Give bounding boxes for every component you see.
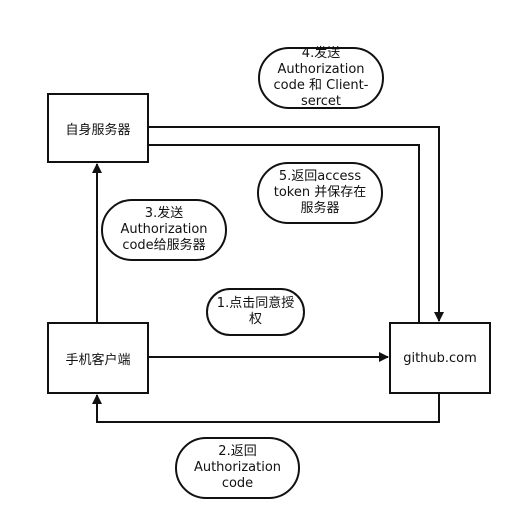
- step1-line-2: 权: [248, 312, 262, 327]
- step2-line-1: 2.返回: [218, 444, 257, 459]
- step5-line-1: 5.返回access: [278, 169, 362, 184]
- arrow-github-to-server: [123, 140, 420, 322]
- step3-line-1: 3.发送: [144, 206, 184, 221]
- step3-label-bubble: 3.发送 Authorization code给服务器: [101, 199, 227, 261]
- self-server-label: 自身服务器: [65, 122, 131, 138]
- step2-label-bubble: 2.返回 Authorization code: [175, 437, 300, 499]
- step5-line-3: 服务器: [300, 201, 340, 216]
- github-node: github.com: [389, 322, 491, 394]
- mobile-client-node: 手机客户端: [47, 322, 149, 394]
- step5-line-2: token 并保存在: [273, 185, 367, 200]
- step4-line-4: sercet: [300, 94, 342, 109]
- step4-label-bubble: 4.发送 Authorization code 和 Client- sercet: [258, 46, 384, 109]
- self-server-node: 自身服务器: [47, 93, 149, 163]
- step2-line-2: Authorization: [193, 460, 282, 475]
- step3-line-2: Authorization: [120, 222, 208, 237]
- mobile-client-label: 手机客户端: [65, 352, 131, 368]
- arrow-github-to-client: [92, 393, 440, 423]
- step4-line-2: Authorization: [277, 62, 365, 77]
- github-label: github.com: [403, 350, 477, 366]
- step4-line-3: code 和 Client-: [273, 78, 369, 93]
- step4-line-1: 4.发送: [301, 46, 341, 61]
- step1-label-bubble: 1.点击同意授 权: [206, 288, 305, 336]
- arrow-server-to-github: [148, 126, 444, 322]
- step5-label-bubble: 5.返回access token 并保存在 服务器: [257, 162, 383, 224]
- step2-line-3: code: [221, 476, 254, 491]
- step1-line-1: 1.点击同意授: [216, 296, 295, 311]
- step3-line-3: code给服务器: [122, 238, 206, 253]
